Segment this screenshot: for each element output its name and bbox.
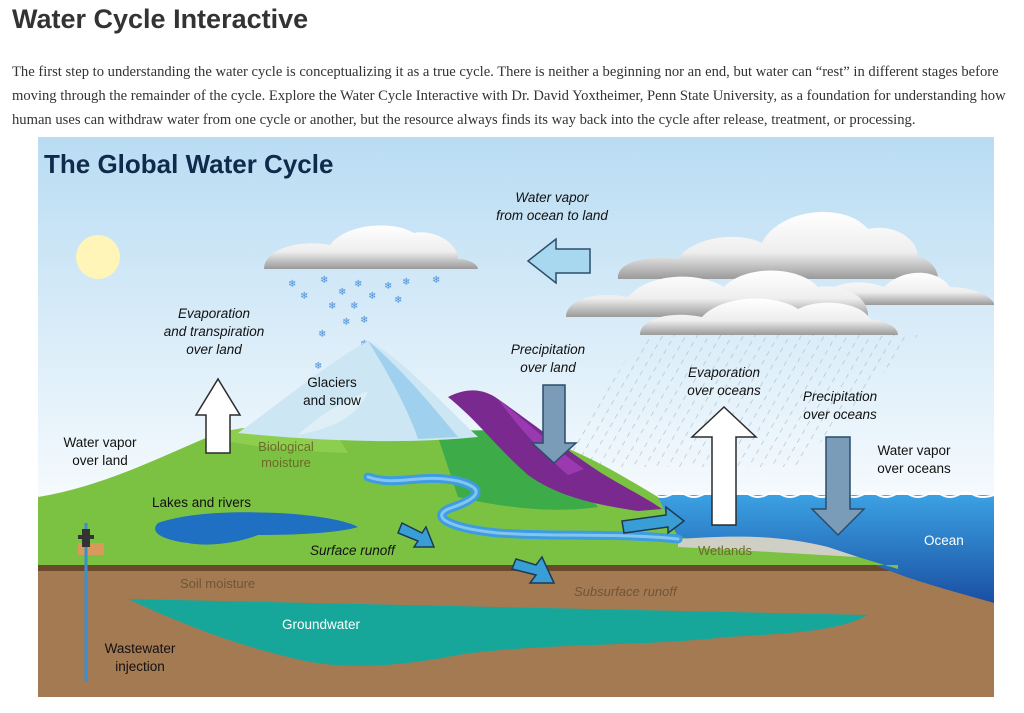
label-vapor-ocean-to-land: Water vapor from ocean to land [496, 190, 608, 223]
label-ocean: Ocean [924, 533, 964, 548]
label-soil-moisture: Soil moisture [180, 576, 255, 591]
arrow-surface-runoff [397, 521, 436, 548]
svg-text:and transpiration: and transpiration [164, 324, 265, 339]
lake [155, 512, 358, 545]
label-biological-moisture: Biological moisture [258, 439, 314, 470]
svg-text:over oceans: over oceans [803, 407, 877, 422]
arrow-precipitation-ocean [810, 436, 866, 537]
svg-text:❄: ❄ [368, 291, 376, 302]
svg-text:❄: ❄ [354, 279, 362, 290]
arrow-subsurface-runoff [510, 555, 556, 584]
svg-text:Evaporation: Evaporation [178, 306, 250, 321]
label-glaciers: Glaciers and snow [303, 375, 361, 408]
intro-paragraph: The first step to understanding the wate… [12, 64, 1006, 128]
label-evaporation-ocean: Evaporation over oceans [687, 365, 761, 398]
svg-text:❄: ❄ [432, 275, 440, 286]
svg-text:❄: ❄ [288, 279, 296, 290]
svg-text:Evaporation: Evaporation [688, 365, 760, 380]
svg-text:❄: ❄ [402, 277, 410, 288]
svg-text:Water vapor: Water vapor [515, 190, 589, 205]
label-wastewater-injection: Wastewater injection [105, 641, 176, 674]
svg-text:❄: ❄ [338, 287, 346, 298]
label-precipitation-ocean: Precipitation over oceans [803, 389, 877, 422]
arrow-evaporation-ocean [690, 405, 758, 526]
label-vapor-over-land: Water vapor over land [63, 435, 137, 468]
label-evaporation-land: Evaporation and transpiration over land [164, 306, 265, 357]
label-wetlands: Wetlands [698, 543, 752, 558]
label-groundwater: Groundwater [282, 617, 361, 632]
wetlands-strip [678, 536, 858, 557]
svg-text:Water vapor: Water vapor [877, 443, 951, 458]
groundwater-aquifer [128, 599, 868, 666]
svg-text:over oceans: over oceans [877, 461, 951, 476]
label-subsurface-runoff: Subsurface runoff [574, 584, 678, 599]
svg-text:Glaciers: Glaciers [307, 375, 357, 390]
svg-text:Precipitation: Precipitation [803, 389, 877, 404]
svg-text:❄: ❄ [342, 317, 350, 328]
glacier-mountain [238, 341, 478, 442]
diagram-title: The Global Water Cycle [44, 149, 333, 179]
svg-text:❄: ❄ [314, 361, 322, 372]
svg-text:from ocean to land: from ocean to land [496, 208, 608, 223]
svg-text:❄: ❄ [300, 291, 308, 302]
svg-text:Water vapor: Water vapor [63, 435, 137, 450]
label-lakes-rivers: Lakes and rivers [152, 495, 251, 510]
cloud-right-bottom [640, 298, 898, 335]
well-pipe [78, 523, 104, 682]
svg-text:over land: over land [72, 453, 128, 468]
label-precipitation-land: Precipitation over land [511, 342, 585, 375]
svg-text:❄: ❄ [318, 329, 326, 340]
svg-text:over land: over land [186, 342, 242, 357]
rain-streaks [558, 335, 918, 467]
svg-text:❄: ❄ [360, 315, 368, 326]
svg-text:Biological: Biological [258, 439, 314, 454]
cloud-left [264, 225, 478, 269]
label-surface-runoff: Surface runoff [310, 543, 396, 558]
svg-text:❄: ❄ [384, 281, 392, 292]
svg-text:injection: injection [115, 659, 165, 674]
svg-text:❄: ❄ [328, 301, 336, 312]
svg-text:❄: ❄ [350, 301, 358, 312]
page-title: Water Cycle Interactive [12, 4, 309, 34]
svg-text:❄: ❄ [320, 275, 328, 286]
svg-text:over oceans: over oceans [687, 383, 761, 398]
svg-text:over land: over land [520, 360, 576, 375]
cloud-right-middle [566, 270, 868, 317]
arrow-river-flow [621, 505, 686, 535]
svg-text:Precipitation: Precipitation [511, 342, 585, 357]
arrow-vapor-ocean-to-land [526, 237, 591, 285]
label-vapor-over-oceans: Water vapor over oceans [877, 443, 951, 476]
cloud-right-top [617, 212, 994, 305]
svg-text:moisture: moisture [261, 455, 311, 470]
svg-text:Wastewater: Wastewater [105, 641, 176, 656]
water-cycle-diagram: ❄❄❄ ❄❄❄ ❄❄❄ ❄❄❄ ❄❄❄ ❄❄ [38, 137, 994, 697]
arrow-precipitation-land [530, 384, 578, 465]
svg-text:❄: ❄ [394, 295, 402, 306]
arrow-evaporation-land [194, 377, 242, 454]
svg-text:and snow: and snow [303, 393, 361, 408]
sun [76, 235, 120, 279]
